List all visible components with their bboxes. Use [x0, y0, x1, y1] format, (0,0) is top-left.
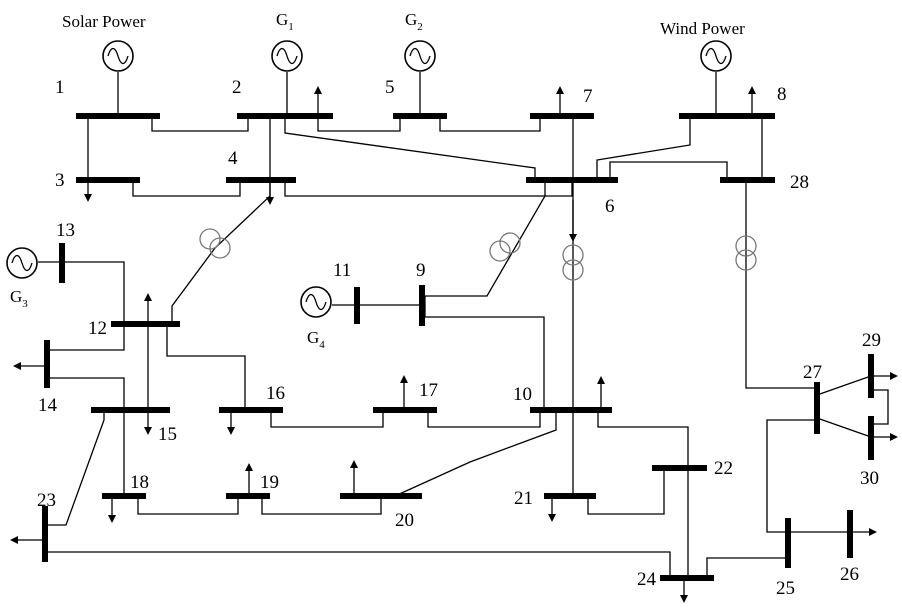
bus-label-18: 18 — [130, 472, 149, 493]
bus-label-20: 20 — [395, 510, 414, 531]
transmission-lines — [45, 116, 889, 578]
bus-label-28: 28 — [790, 172, 809, 193]
bus-label-2: 2 — [232, 77, 242, 98]
g1-generator-icon — [271, 40, 303, 116]
transformers — [199, 228, 757, 281]
bus-label-26: 26 — [840, 564, 859, 585]
bus-label-21: 21 — [514, 488, 533, 509]
bus-label-17: 17 — [419, 380, 438, 401]
solar-power-label: Solar Power — [62, 12, 146, 31]
bus-label-4: 4 — [228, 148, 238, 169]
bus-label-7: 7 — [583, 86, 593, 107]
bus-label-12: 12 — [88, 318, 107, 339]
bus-label-24: 24 — [637, 569, 657, 590]
bus-label-15: 15 — [158, 424, 177, 445]
transformer-icon — [489, 232, 521, 262]
bus-numbers: 1 2 3 4 5 6 7 8 9 10 11 12 13 14 15 16 1… — [37, 77, 881, 599]
transformer-icon — [735, 235, 757, 271]
bus-label-10: 10 — [513, 384, 532, 405]
bus-label-23: 23 — [37, 490, 56, 511]
bus-label-14: 14 — [38, 395, 58, 416]
transformer-icon — [562, 244, 584, 281]
g4-generator-icon — [300, 286, 357, 318]
bus-label-30: 30 — [860, 468, 879, 489]
bus-label-27: 27 — [803, 362, 822, 383]
bus-label-29: 29 — [862, 330, 881, 351]
g3-label: G3 — [10, 287, 28, 310]
bus-label-1: 1 — [55, 77, 65, 98]
bus-bars — [42, 113, 874, 581]
wind-generator-icon — [700, 40, 732, 116]
bus-label-16: 16 — [266, 383, 285, 404]
bus-label-13: 13 — [56, 220, 75, 241]
g2-generator-icon — [404, 40, 436, 116]
g3-generator-icon — [6, 247, 62, 279]
generators — [6, 40, 732, 318]
g2-label: G2 — [405, 10, 423, 33]
solar-generator-icon — [102, 40, 134, 116]
bus-label-5: 5 — [385, 77, 395, 98]
loads — [10, 86, 898, 603]
wind-power-label: Wind Power — [660, 19, 745, 38]
source-labels: Solar Power G1 G2 Wind Power G3 G4 — [10, 10, 745, 351]
bus-label-22: 22 — [714, 458, 733, 479]
bus-label-8: 8 — [777, 84, 787, 105]
bus-label-11: 11 — [333, 260, 351, 281]
g1-label: G1 — [276, 10, 294, 33]
bus-label-9: 9 — [416, 260, 426, 281]
bus-label-6: 6 — [605, 196, 615, 217]
transformer-icon — [199, 228, 231, 259]
g4-label: G4 — [307, 328, 325, 351]
bus-label-25: 25 — [776, 578, 795, 599]
bus-label-3: 3 — [55, 170, 65, 191]
bus-label-19: 19 — [260, 472, 279, 493]
